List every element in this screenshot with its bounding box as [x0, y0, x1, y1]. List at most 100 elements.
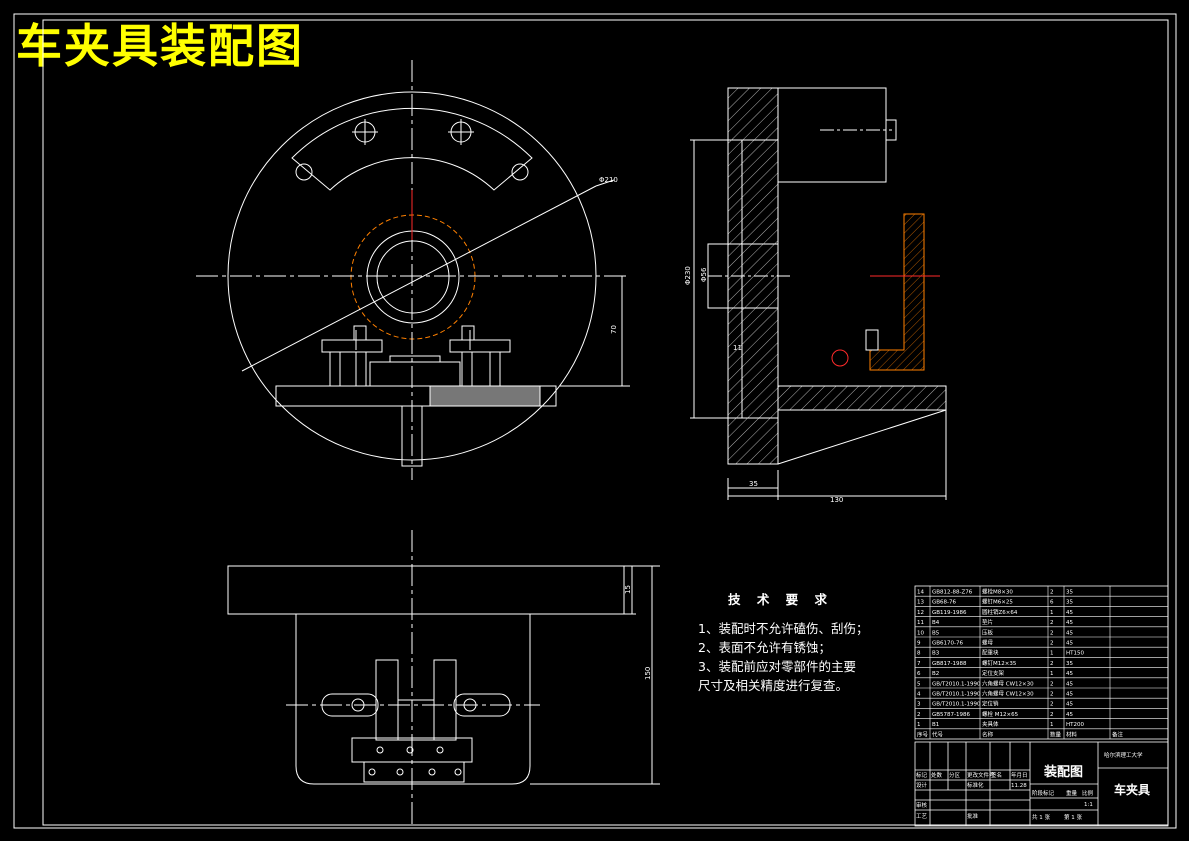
dim-side-small: 11 [733, 344, 742, 352]
parts-cell-code: GB817-1988 [932, 661, 967, 667]
dim-top-height: 150 [644, 667, 652, 680]
parts-cell-qty: 1 [1050, 671, 1054, 677]
parts-cell-mat: 35 [1066, 590, 1073, 596]
tb-std: 标准化 [967, 781, 984, 789]
parts-cell-qty: 2 [1050, 590, 1054, 596]
parts-cell-qty: 2 [1050, 681, 1054, 687]
tb-design: 设计 [916, 781, 928, 789]
tech-line-2: 2、表面不允许有锈蚀； [698, 640, 831, 655]
parts-cell-no: 4 [917, 692, 921, 698]
tb-ratio: 比例 [1082, 789, 1094, 797]
top-slot [291, 107, 533, 191]
tb-process: 工艺 [916, 813, 928, 820]
top-body [295, 613, 531, 785]
tb-change: 更改文件号 [967, 771, 995, 779]
counterweight [777, 87, 887, 183]
parts-cell-name: 定位销 [982, 700, 999, 708]
tb-school: 哈尔滨理工大学 [1104, 751, 1143, 759]
parts-cell-name: 圆柱销Z6×64 [982, 608, 1018, 616]
parts-cell-no: 10 [917, 630, 924, 636]
tech-line-4: 尺寸及相关精度进行复查。 [698, 678, 849, 693]
dim-side-height: Φ230 [684, 266, 692, 285]
parts-header-name: 名称 [982, 730, 994, 738]
parts-cell-mat: 45 [1066, 671, 1073, 677]
parts-header-no: 序号 [917, 730, 929, 738]
outer-frame [13, 13, 1177, 829]
dim-front-height: 70 [610, 325, 618, 334]
parts-cell-qty: 2 [1050, 712, 1054, 718]
title-block [914, 741, 1169, 827]
top-plate [227, 565, 625, 615]
parts-cell-qty: 6 [1050, 600, 1054, 606]
tb-sheet-total: 共 1 张 [1032, 813, 1050, 821]
tech-line-3: 3、装配前应对零部件的主要 [698, 659, 856, 674]
parts-cell-code: GB6170-76 [932, 641, 964, 647]
parts-cell-name: 垫片 [982, 618, 993, 626]
dim-side-bore: Φ56 [700, 267, 708, 282]
parts-cell-no: 6 [917, 671, 921, 677]
parts-cell-mat: 45 [1066, 610, 1073, 616]
tb-zone: 分区 [949, 771, 961, 779]
tech-heading: 技 术 要 求 [727, 592, 834, 607]
parts-cell-mat: 45 [1066, 620, 1073, 626]
parts-cell-code: B5 [932, 630, 940, 636]
parts-cell-qty: 2 [1050, 692, 1054, 698]
tb-approve: 批准 [967, 812, 979, 820]
parts-cell-mat: 45 [1066, 641, 1073, 647]
parts-cell-no: 14 [917, 590, 924, 596]
dim-side-total: 130 [830, 496, 843, 504]
parts-cell-mat: 45 [1066, 630, 1073, 636]
parts-cell-no: 12 [917, 610, 924, 616]
locating-bracket [869, 213, 925, 371]
parts-cell-code: GB/T2010.1-1990 [932, 681, 981, 687]
parts-cell-code: GB5787-1986 [932, 712, 971, 718]
tb-count: 处数 [931, 771, 943, 779]
parts-cell-qty: 1 [1050, 651, 1054, 657]
parts-cell-name: 六角螺母 CW12×30 [982, 679, 1034, 687]
parts-cell-code: B4 [932, 620, 940, 626]
parts-cell-name: 螺栓 M12×65 [982, 710, 1019, 718]
parts-header-mat: 材料 [1066, 730, 1078, 738]
parts-cell-no: 1 [917, 722, 921, 728]
parts-cell-no: 8 [917, 651, 921, 657]
parts-cell-mat: 45 [1066, 702, 1073, 708]
parts-cell-name: 压板 [982, 628, 994, 636]
parts-cell-no: 3 [917, 702, 921, 708]
parts-cell-qty: 2 [1050, 620, 1054, 626]
front-view [196, 60, 630, 480]
tb-date-value: 11.28 [1011, 783, 1027, 789]
dim-side-left: 35 [749, 480, 758, 488]
parts-cell-code: B3 [932, 651, 940, 657]
dim-front-diameter: Φ210 [599, 176, 618, 184]
slot-hole-4 [511, 163, 529, 181]
parts-cell-mat: 45 [1066, 692, 1073, 698]
parts-header-qty: 数量 [1050, 730, 1062, 738]
tech-line-1: 1、装配时不允许磕伤、刮伤； [698, 621, 869, 636]
parts-cell-name: 螺钉M6×25 [982, 598, 1013, 606]
tb-check: 审核 [916, 801, 928, 809]
top-view [227, 530, 660, 826]
tb-date: 年月日 [1011, 771, 1028, 779]
parts-cell-code: GB812-88-Z76 [932, 590, 973, 596]
parts-cell-mat: 35 [1066, 600, 1073, 606]
parts-cell-no: 7 [917, 661, 921, 667]
parts-cell-code: B1 [932, 722, 939, 728]
parts-cell-mat: HT200 [1066, 722, 1084, 728]
tb-weight: 重量 [1066, 789, 1078, 797]
parts-cell-qty: 2 [1050, 702, 1054, 708]
parts-cell-name: 配重块 [982, 649, 999, 657]
parts-cell-qty: 2 [1050, 661, 1054, 667]
tb-stage: 阶段标记 [1032, 789, 1055, 797]
parts-cell-no: 9 [917, 641, 921, 647]
parts-cell-name: 六角螺母 CW12×30 [982, 690, 1034, 698]
parts-cell-name: 夹具体 [982, 720, 999, 728]
parts-cell-no: 13 [917, 600, 924, 606]
tb-product: 车夹具 [1114, 782, 1150, 797]
tb-drawing-name: 装配图 [1043, 764, 1083, 780]
parts-cell-name: 螺母 [982, 639, 994, 647]
parts-cell-qty: 1 [1050, 610, 1054, 616]
parts-cell-no: 11 [917, 620, 924, 626]
parts-cell-name: 螺栓M8×30 [982, 588, 1013, 596]
side-view [690, 87, 947, 500]
